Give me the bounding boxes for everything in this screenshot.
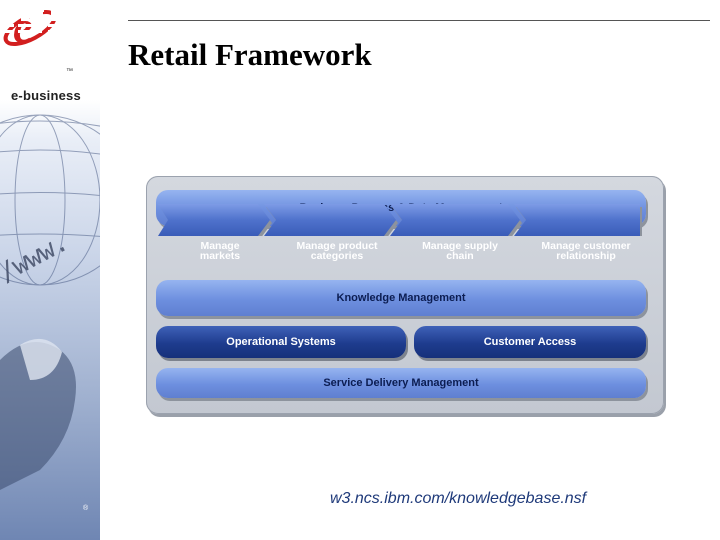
process-chevrons bbox=[158, 204, 642, 236]
process-label-customer: Manage customer relationship bbox=[541, 240, 631, 262]
chevron-manage-supply-chain bbox=[390, 204, 520, 236]
ibm-logo-icon bbox=[0, 0, 74, 33]
layer-operational-systems: Operational Systems bbox=[156, 326, 406, 358]
framework-panel: Business Process & Data Management Manag… bbox=[146, 176, 664, 414]
header-rule bbox=[128, 20, 710, 21]
layer-customer-access: Customer Access bbox=[414, 326, 646, 358]
process-label-categories: Manage product categories bbox=[296, 240, 378, 262]
page-title: Retail Framework bbox=[128, 37, 372, 72]
layer-service-delivery: Service Delivery Management bbox=[156, 368, 646, 398]
process-label-markets: Manage markets bbox=[199, 240, 241, 262]
chevron-manage-markets bbox=[158, 204, 270, 236]
logo-text: e-business bbox=[11, 88, 81, 103]
layer-knowledge-management: Knowledge Management bbox=[156, 280, 646, 316]
globe-graphic bbox=[0, 114, 100, 490]
chevron-manage-customer-relationship bbox=[514, 204, 640, 236]
registered-symbol: ® bbox=[83, 505, 89, 512]
chevron-manage-product-categories bbox=[264, 204, 396, 236]
sidebar-decoration: e ™ e-business /www. ® bbox=[0, 0, 100, 540]
process-label-supply-chain: Manage supply chain bbox=[422, 240, 498, 262]
trademark-symbol: ™ bbox=[66, 68, 73, 75]
mouse-graphic bbox=[0, 342, 76, 490]
footer-url: w3.ncs.ibm.com/knowledgebase.nsf bbox=[330, 490, 587, 507]
